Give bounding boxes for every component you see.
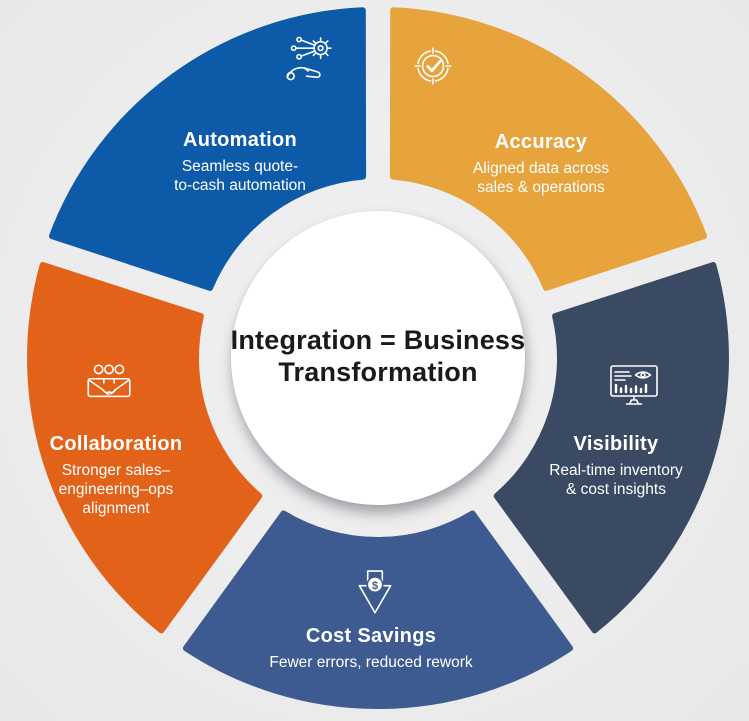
dollar-down-arrow-icon: $ <box>354 569 396 619</box>
accuracy-label-block: Accuracy Aligned data across sales & ope… <box>473 131 609 197</box>
segment-automation <box>49 7 367 291</box>
automation-description: Seamless quote- to-cash automation <box>174 157 306 195</box>
collaboration-description-line: alignment <box>82 500 150 518</box>
cost-savings-label-block: Cost Savings Fewer errors, reduced rewor… <box>269 625 472 672</box>
visibility-heading: Visibility <box>573 433 659 455</box>
center-circle <box>231 211 525 505</box>
collaboration-label-block: Collaboration Stronger sales– engineerin… <box>50 433 183 519</box>
center-title-line: Integration = Business <box>230 325 526 355</box>
center-title: Integration = Business Transformation <box>231 324 526 389</box>
cost-savings-description-line: Fewer errors, reduced rework <box>269 654 473 671</box>
gear-hand-icon <box>284 34 340 86</box>
accuracy-description: Aligned data across sales & operations <box>473 159 609 197</box>
collaboration-description: Stronger sales– engineering–ops alignmen… <box>50 461 183 519</box>
automation-label-block: Automation Seamless quote- to-cash autom… <box>174 129 306 195</box>
center-title-line: Transformation <box>278 357 478 388</box>
target-check-icon <box>410 43 456 89</box>
collaboration-heading: Collaboration <box>49 433 183 455</box>
segment-cost-savings <box>182 510 574 709</box>
accuracy-description-line: sales & operations <box>477 179 605 197</box>
monitor-eye-icon <box>608 362 660 408</box>
collaboration-description-line: Stronger sales– <box>61 462 171 479</box>
handshake-icon <box>81 362 137 410</box>
segment-collaboration <box>27 262 263 634</box>
visibility-description-line: & cost insights <box>566 481 666 499</box>
automation-description-line: to-cash automation <box>174 177 306 195</box>
cost-savings-description: Fewer errors, reduced rework <box>269 653 472 672</box>
automation-description-line: Seamless quote- <box>181 158 299 175</box>
segment-visibility <box>493 262 729 634</box>
segment-accuracy <box>389 7 707 291</box>
visibility-description-line: Real-time inventory <box>549 462 683 479</box>
accuracy-heading: Accuracy <box>494 131 588 153</box>
accuracy-description-line: Aligned data across <box>472 160 610 177</box>
visibility-description: Real-time inventory & cost insights <box>549 461 683 499</box>
svg-text:$: $ <box>372 580 378 592</box>
automation-heading: Automation <box>182 129 298 151</box>
cost-savings-heading: Cost Savings <box>305 625 437 647</box>
collaboration-description-line: engineering–ops <box>58 481 174 499</box>
visibility-label-block: Visibility Real-time inventory & cost in… <box>549 433 683 499</box>
